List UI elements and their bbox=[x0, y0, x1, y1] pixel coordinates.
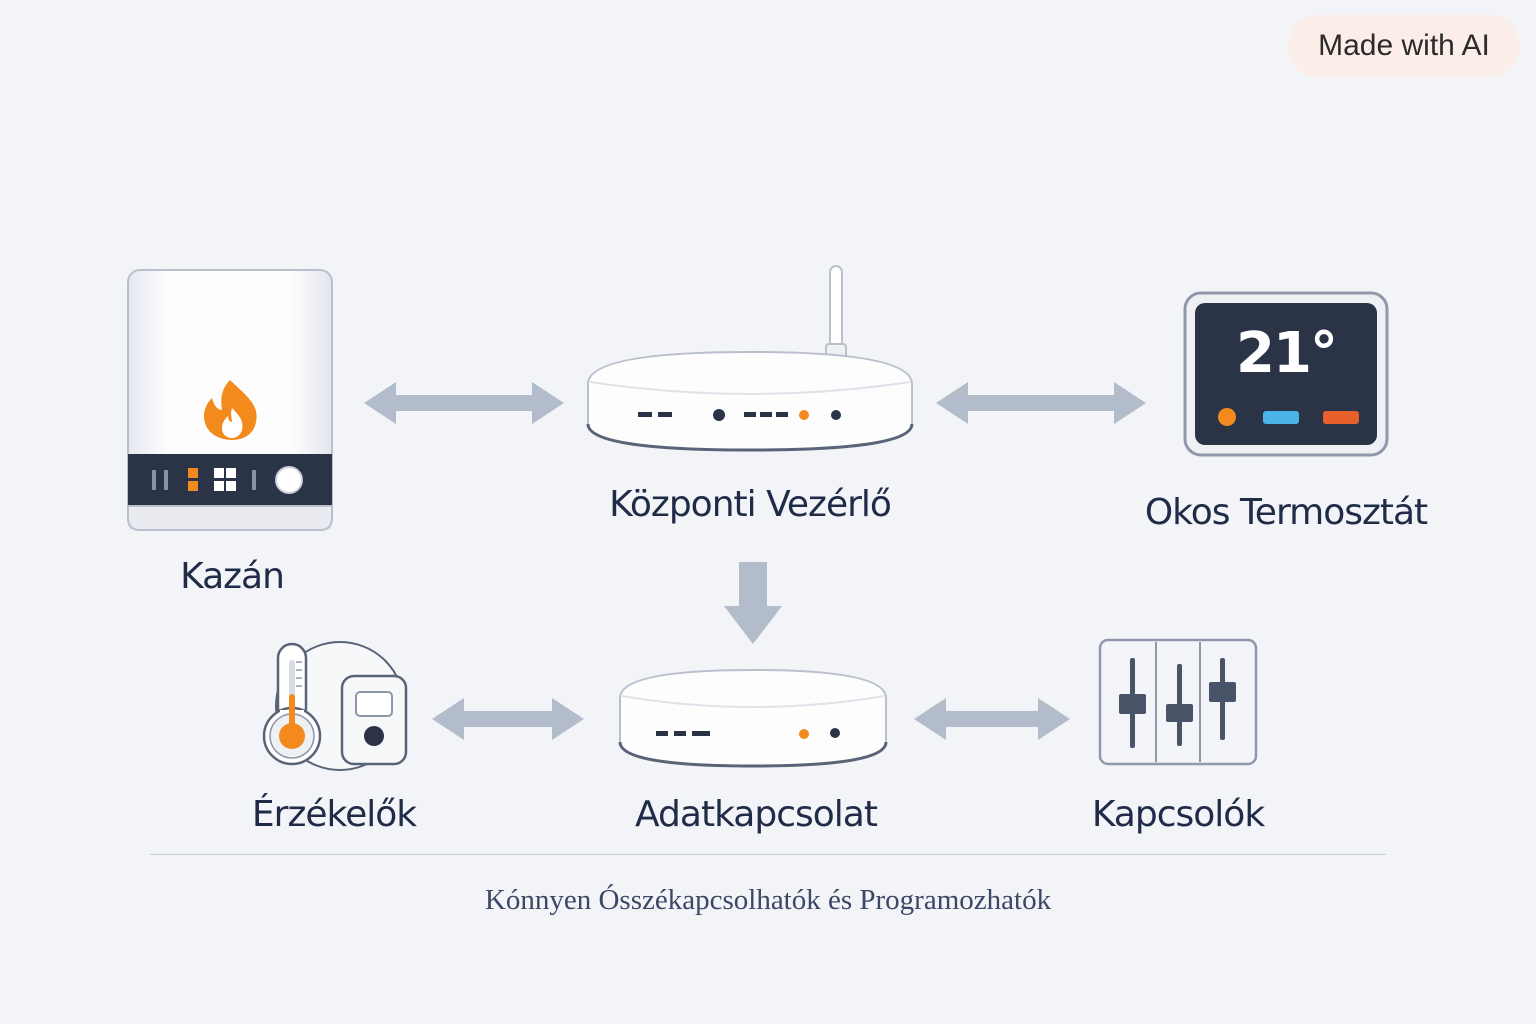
sensors-label: Érzékelők bbox=[251, 794, 417, 835]
arrow-boiler-controller bbox=[362, 380, 566, 426]
datalink-node bbox=[618, 666, 888, 770]
sliders-icon bbox=[1098, 638, 1258, 766]
thermostat-node: 21° bbox=[1183, 291, 1389, 457]
caption: Kónnyen Ósszékapcsolhatók és Programozha… bbox=[484, 884, 1052, 916]
router-icon bbox=[586, 265, 914, 452]
arrow-controller-datalink bbox=[722, 560, 784, 646]
hub-icon bbox=[618, 668, 888, 768]
controller-label: Központi Vezérlő bbox=[609, 484, 892, 525]
sensors-node bbox=[260, 640, 412, 772]
thermometer-sensor-icon bbox=[262, 641, 408, 771]
switches-node bbox=[1098, 638, 1258, 766]
made-with-ai-badge: Made with AI bbox=[1288, 15, 1520, 77]
boiler-label: Kazán bbox=[180, 556, 285, 597]
switches-label: Kapcsolók bbox=[1091, 794, 1265, 835]
arrow-controller-thermostat bbox=[934, 380, 1148, 426]
arrow-sensors-datalink bbox=[430, 696, 586, 742]
thermostat-temperature-readout: 21° bbox=[1236, 321, 1338, 386]
thermostat-icon bbox=[1183, 291, 1389, 457]
boiler-node bbox=[126, 268, 334, 532]
datalink-label: Adatkapcsolat bbox=[635, 794, 878, 835]
arrow-datalink-switches bbox=[912, 696, 1072, 742]
divider bbox=[150, 854, 1386, 855]
thermostat-label: Okos Termosztát bbox=[1144, 492, 1428, 533]
controller-node bbox=[586, 264, 914, 454]
boiler-icon bbox=[127, 269, 333, 531]
